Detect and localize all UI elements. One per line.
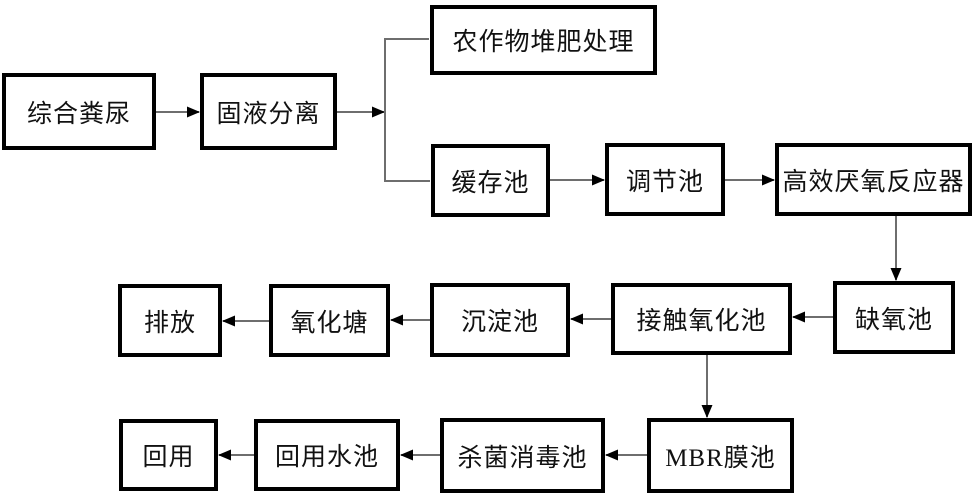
node-reuse: 回用: [119, 419, 218, 491]
node-label: 杀菌消毒池: [457, 444, 588, 472]
node-oxidation-pond: 氧化塘: [269, 284, 390, 357]
node-discharge: 排放: [118, 284, 222, 357]
node-label: 回用: [142, 444, 195, 471]
node-label: 氧化塘: [290, 309, 369, 337]
node-combined-manure: 综合粪尿: [2, 73, 156, 150]
node-mbr-membrane-pool: MBR膜池: [647, 418, 794, 493]
node-disinfection-pool: 杀菌消毒池: [440, 418, 605, 493]
node-reuse-water-pool: 回用水池: [254, 419, 400, 491]
node-label: 调节池: [625, 168, 704, 196]
node-sedimentation-pool: 沉淀池: [430, 283, 570, 357]
node-contact-oxidation-pool: 接触氧化池: [611, 283, 792, 355]
node-label: 回用水池: [274, 444, 379, 471]
node-solid-liquid-separation: 固液分离: [200, 73, 337, 150]
node-label: 缓存池: [451, 169, 530, 197]
node-anaerobic-reactor: 高效厌氧反应器: [775, 143, 972, 216]
node-regulating-pool: 调节池: [605, 143, 725, 216]
node-label: 沉淀池: [460, 309, 539, 336]
node-label: MBR膜池: [665, 444, 776, 472]
node-label: 缺氧池: [854, 306, 933, 334]
node-label: 综合粪尿: [26, 100, 131, 128]
node-label: 高效厌氧反应器: [782, 168, 965, 196]
node-label: 排放: [143, 309, 196, 337]
node-label: 农作物堆肥处理: [452, 29, 635, 56]
node-buffer-pool: 缓存池: [431, 144, 550, 217]
node-label: 固液分离: [216, 100, 321, 128]
edge-branch-junction-to-compost-treatment: [384, 38, 429, 112]
edge-branch-junction-to-buffer-pool: [384, 112, 430, 182]
node-label: 接触氧化池: [636, 308, 767, 335]
node-compost-treatment: 农作物堆肥处理: [430, 5, 657, 75]
node-anoxic-pool: 缺氧池: [833, 281, 955, 354]
